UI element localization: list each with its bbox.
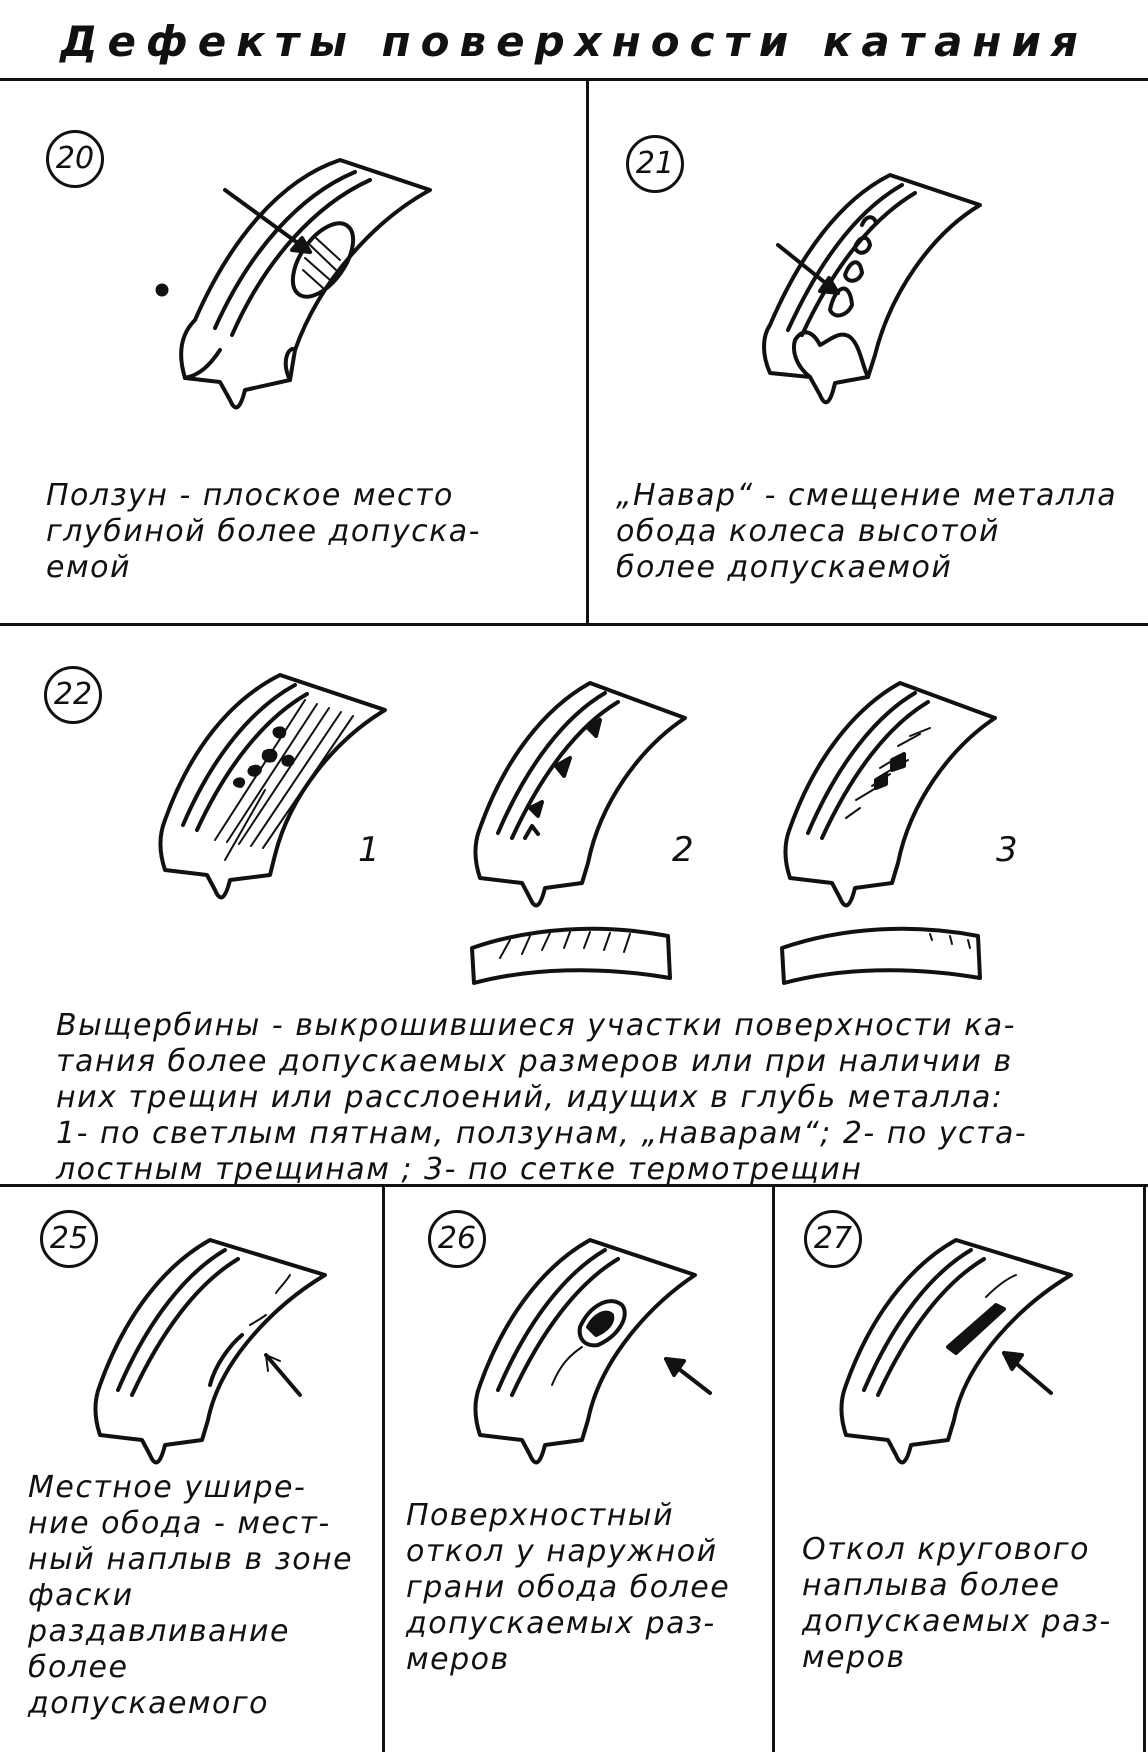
wheel-rim-22-1-illustration xyxy=(158,673,387,900)
wheel-rim-20-illustration xyxy=(155,158,432,410)
page-title: Дефекты поверхности катания xyxy=(60,17,1088,66)
caption-27: Откол кругового наплыва более допускаемы… xyxy=(802,1532,1112,1675)
divider-25-26 xyxy=(382,1186,385,1752)
panel-number-22: 22 xyxy=(44,666,102,724)
row1-bottom-rule xyxy=(0,623,1148,626)
wheel-rim-22-2-illustration xyxy=(470,681,687,985)
wheel-rim-27-illustration xyxy=(839,1238,1073,1465)
wheel-rim-21-illustration xyxy=(762,173,982,405)
title-bottom-rule xyxy=(0,78,1148,81)
row2-bottom-rule xyxy=(0,1184,1148,1187)
wheel-rim-25-illustration xyxy=(93,1238,327,1465)
wheel-rim-22-3-illustration xyxy=(780,681,997,985)
panel-number-26: 26 xyxy=(428,1210,486,1268)
panel-number-21: 21 xyxy=(626,135,684,193)
caption-26: Поверхностный откол у наружной грани обо… xyxy=(406,1498,731,1677)
panel-number-25: 25 xyxy=(40,1210,98,1268)
sublabel-22-2: 2 xyxy=(672,830,694,870)
right-border xyxy=(1143,1186,1146,1752)
wheel-rim-26-illustration xyxy=(473,1238,712,1465)
divider-20-21 xyxy=(586,80,589,625)
caption-20: Ползун - плоское место глубиной более до… xyxy=(46,478,481,585)
sublabel-22-3: 3 xyxy=(996,830,1018,870)
panel-number-20: 20 xyxy=(46,130,104,188)
caption-21: „Навар“ - смещение металла обода колеса … xyxy=(616,478,1118,585)
divider-26-27 xyxy=(772,1186,775,1752)
sublabel-22-1: 1 xyxy=(358,830,380,870)
panel-number-27: 27 xyxy=(804,1210,862,1268)
caption-25: Местное уширe- ние обода - мест- ный нап… xyxy=(28,1470,354,1721)
caption-22: Выщербины - выкрошившиеся участки поверх… xyxy=(56,1008,1028,1187)
